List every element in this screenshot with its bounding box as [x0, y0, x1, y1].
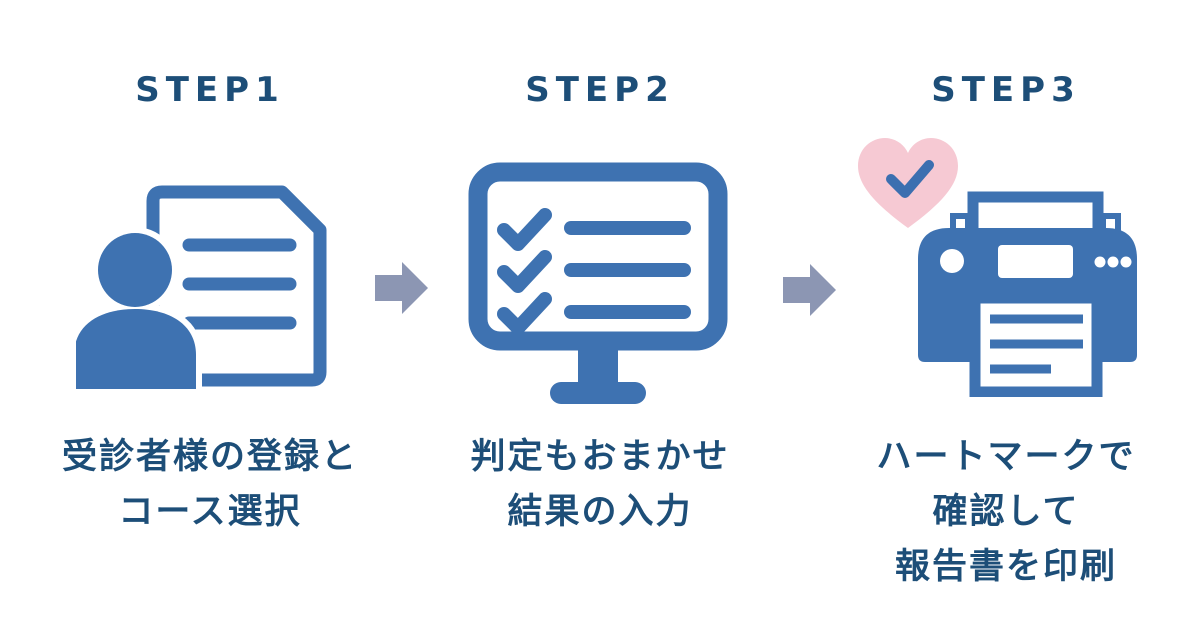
heart-check-printer-icon [858, 138, 1137, 397]
arrow-right-icon [375, 262, 428, 314]
person-document-icon [76, 185, 327, 389]
arrow-right-icon [783, 264, 836, 316]
monitor-checklist-icon [468, 162, 728, 404]
caption-line: 確認して [932, 492, 1080, 532]
step3-label: STEP3 [931, 70, 1081, 110]
step2-label: STEP2 [525, 70, 675, 110]
caption-line: 結果の入力 [507, 492, 693, 532]
caption-line: コース選択 [118, 492, 302, 532]
printer-icon [918, 191, 1137, 397]
step2-caption: 判定もおまかせ 結果の入力 [420, 430, 780, 540]
step1-caption: 受診者様の登録と コース選択 [20, 430, 400, 540]
heart-check-icon [858, 138, 958, 228]
caption-line: 受診者様の登録と [61, 437, 358, 477]
step1-label: STEP1 [135, 70, 285, 110]
caption-line: 判定もおまかせ [470, 437, 730, 477]
caption-line: 報告書を印刷 [894, 547, 1117, 587]
caption-line: ハートマークで [876, 437, 1136, 477]
step3-caption: ハートマークで 確認して 報告書を印刷 [820, 430, 1192, 595]
